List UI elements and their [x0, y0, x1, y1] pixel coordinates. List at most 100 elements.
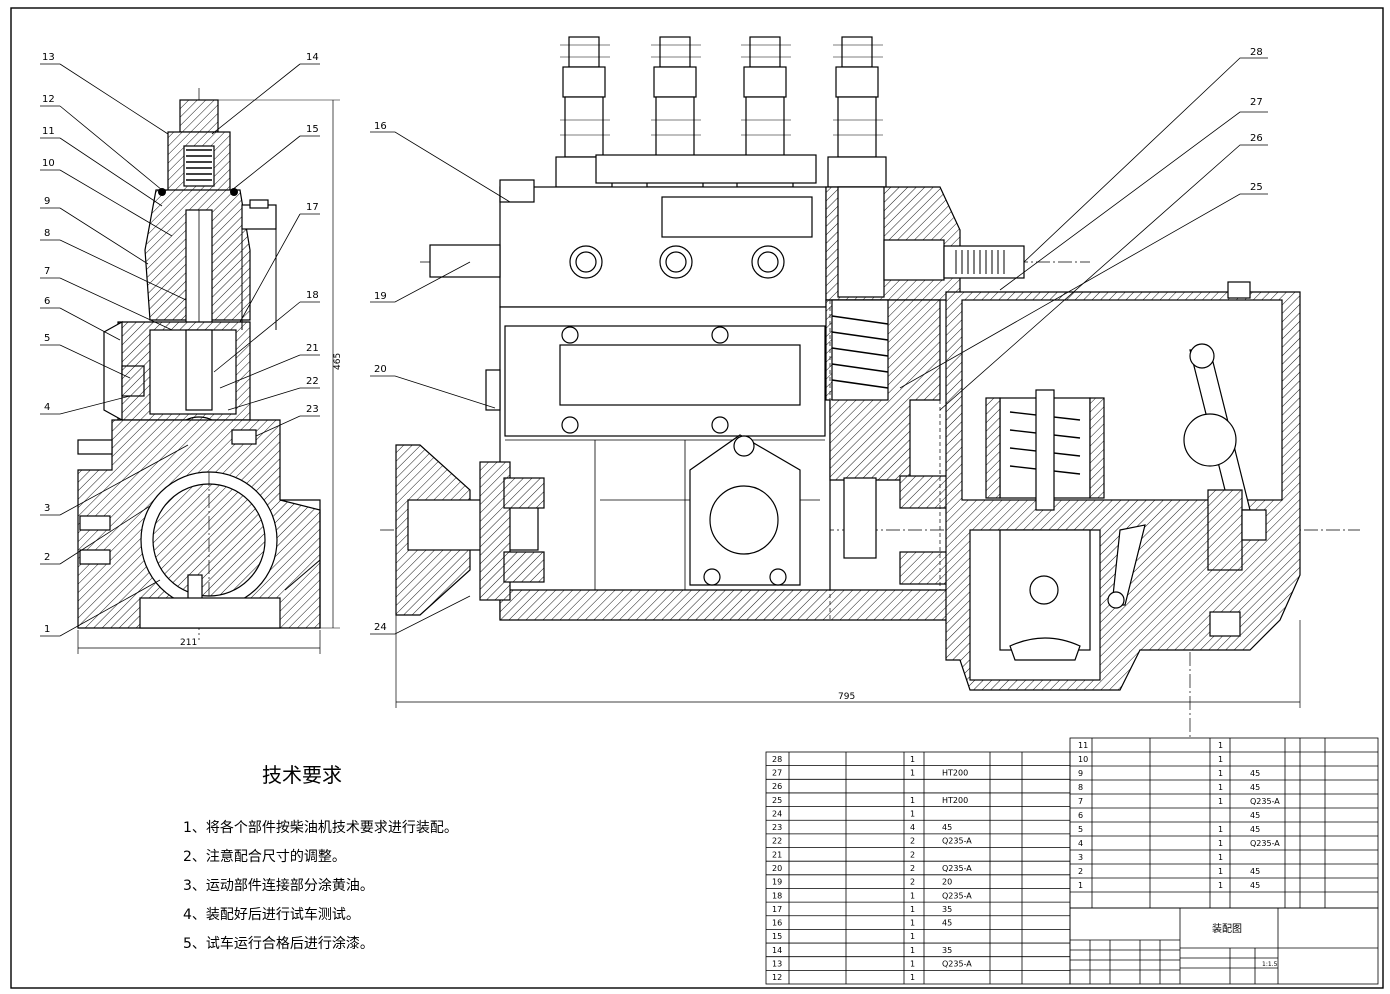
bom-left-no: 26	[772, 782, 782, 791]
bom-right-no: 5	[1078, 825, 1083, 834]
tech-item: 1、将各个部件按柴油机技术要求进行装配。	[183, 820, 458, 836]
callout-26: 26	[1250, 133, 1263, 144]
callout-23: 23	[306, 404, 319, 415]
bom-left-no: 22	[772, 837, 782, 846]
bom-right-no: 9	[1078, 769, 1083, 778]
bom-right-qty: 1	[1218, 797, 1223, 806]
callout-16: 16	[374, 121, 387, 132]
bom-left-qty: 1	[910, 973, 915, 982]
bom-left-qty: 1	[910, 768, 915, 777]
bom-right-qty: 1	[1218, 839, 1223, 848]
bom-left-no: 14	[772, 946, 782, 955]
callout-20: 20	[374, 364, 387, 375]
bom-left-no: 23	[772, 823, 782, 832]
bom-left-mat: 45	[942, 919, 952, 928]
side-view-leaders	[40, 63, 320, 637]
bom-right-qty: 1	[1218, 769, 1223, 778]
bom-left-qty: 1	[910, 946, 915, 955]
bom-right-no: 10	[1078, 755, 1088, 764]
bom-left-qty: 1	[910, 919, 915, 928]
bom-right-mat: Q235-A	[1250, 839, 1280, 848]
bom-left-qty: 2	[910, 878, 915, 887]
callout-14: 14	[306, 52, 319, 63]
bom-left-no: 27	[772, 768, 782, 777]
bom-left-mat: Q235-A	[942, 891, 972, 900]
bom-left-mat: 45	[942, 823, 952, 832]
bom-left-mat: 20	[942, 878, 952, 887]
bom-left-mat: Q235-A	[942, 837, 972, 846]
drawing-frame	[10, 7, 1384, 989]
callout-3: 3	[44, 503, 50, 514]
callout-2: 2	[44, 552, 50, 563]
bom-right-mat: 45	[1250, 881, 1260, 890]
bom-left-no: 24	[772, 809, 782, 818]
callout-19: 19	[374, 291, 387, 302]
callout-17: 17	[306, 202, 319, 213]
bom-right-no: 7	[1078, 797, 1083, 806]
bom-right-qty: 1	[1218, 853, 1223, 862]
callout-11: 11	[42, 126, 55, 137]
bom-left-no: 25	[772, 796, 782, 805]
bom-right-qty: 1	[1218, 755, 1223, 764]
callout-12: 12	[42, 94, 55, 105]
bom-left-mat: HT200	[942, 796, 968, 805]
tech-item: 3、运动部件连接部分涂黄油。	[183, 877, 374, 894]
callout-7: 7	[44, 266, 50, 277]
dim-side-width: 211	[180, 638, 197, 648]
front-view	[380, 36, 1360, 740]
bom-left-qty: 1	[910, 905, 915, 914]
bom-right-no: 1	[1078, 881, 1083, 890]
bom-right-mat: 45	[1250, 783, 1260, 792]
callout-5: 5	[44, 333, 50, 344]
tech-item: 5、试车运行合格后进行涂漆。	[183, 935, 374, 952]
tech-item: 4、装配好后进行试车测试。	[183, 906, 360, 923]
bom-right-qty: 1	[1218, 825, 1223, 834]
drawing-name: 装配图	[1212, 922, 1242, 935]
bom-left-no: 13	[772, 960, 782, 969]
tech-title: 技术要求	[262, 763, 342, 787]
callout-9: 9	[44, 196, 50, 207]
bom-right-mat: 45	[1250, 867, 1260, 876]
callout-28: 28	[1250, 47, 1263, 58]
title-block	[1069, 907, 1379, 985]
bom-right-no: 11	[1078, 741, 1088, 750]
front-view-leaders	[370, 57, 1268, 635]
drawing-scale: 1:1.5	[1262, 961, 1278, 968]
side-section-view	[77, 88, 340, 654]
bom-left-no: 18	[772, 891, 782, 900]
bom-right-qty: 1	[1218, 741, 1223, 750]
bom-left-no: 28	[772, 755, 782, 764]
bom-left-no: 21	[772, 850, 782, 859]
bom-right-no: 8	[1078, 783, 1083, 792]
bom-right-qty: 1	[1218, 867, 1223, 876]
bom-left-qty: 1	[910, 755, 915, 764]
bom-right-no: 6	[1078, 811, 1083, 820]
callout-22: 22	[306, 376, 319, 387]
bom-left-qty: 1	[910, 891, 915, 900]
callout-6: 6	[44, 296, 50, 307]
callout-1: 1	[44, 624, 50, 635]
bom-left-qty: 2	[910, 864, 915, 873]
bom-left-qty: 1	[910, 960, 915, 969]
bom-left-no: 15	[772, 932, 782, 941]
dim-front-width: 795	[838, 692, 855, 702]
bom-left-mat: HT200	[942, 768, 968, 777]
callout-21: 21	[306, 343, 319, 354]
bom-left-qty: 1	[910, 796, 915, 805]
bom-left-mat: 35	[942, 946, 952, 955]
callout-4: 4	[44, 402, 50, 413]
bom-left-mat: Q235-A	[942, 960, 972, 969]
callout-8: 8	[44, 228, 50, 239]
callout-24: 24	[374, 622, 387, 633]
callout-15: 15	[306, 124, 319, 135]
bom-left-no: 16	[772, 919, 782, 928]
bom-left-qty: 4	[910, 823, 915, 832]
tech-item: 2、注意配合尺寸的调整。	[183, 848, 346, 865]
bom-left-no: 20	[772, 864, 782, 873]
dim-side-height: 465	[333, 353, 343, 370]
bom-right-no: 2	[1078, 867, 1083, 876]
bom-left-table	[765, 751, 1071, 985]
bom-left-qty: 2	[910, 850, 915, 859]
callout-25: 25	[1250, 182, 1263, 193]
